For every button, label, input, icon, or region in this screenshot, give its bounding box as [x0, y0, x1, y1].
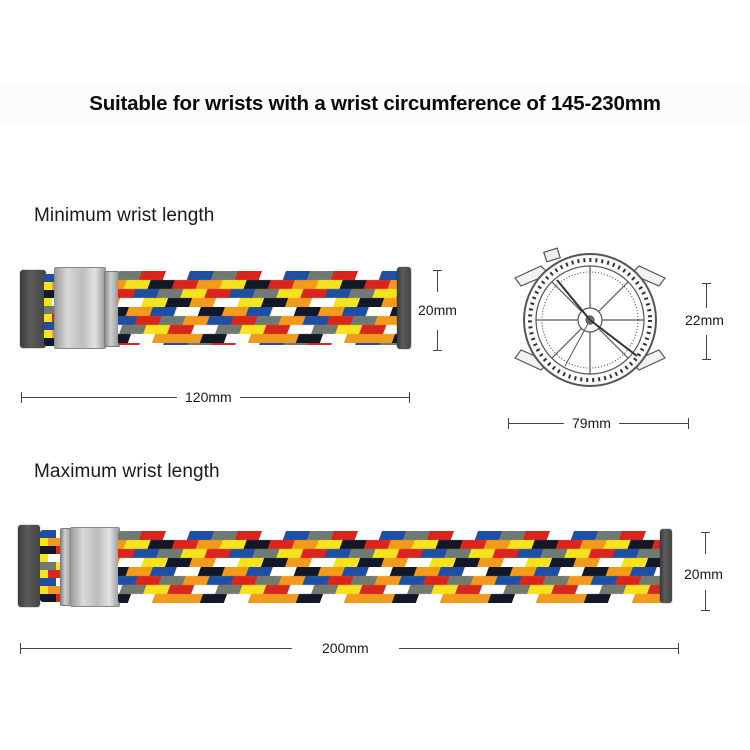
- watch-width-dimension: 22mm: [681, 312, 728, 328]
- minimum-strap: [20, 267, 420, 349]
- maximum-length-dimension: 200mm: [292, 640, 399, 656]
- strap-end-cap-right: [397, 267, 411, 349]
- strap-end-cap-left: [18, 525, 40, 607]
- page-headline: Suitable for wrists with a wrist circumf…: [0, 86, 750, 122]
- strap-braid-main: [118, 531, 663, 603]
- dim-tick-right: [688, 418, 689, 429]
- dim-tick-right: [409, 392, 410, 403]
- dim-line-vertical: [437, 270, 438, 292]
- dim-line-vertical: [706, 283, 707, 308]
- watch-illustration: [505, 240, 675, 400]
- dim-tick-bottom: [701, 610, 710, 611]
- strap-braid-main: [118, 271, 400, 345]
- watch-length-dimension: 79mm: [564, 415, 619, 431]
- dim-line-vertical: [437, 330, 438, 350]
- dim-tick-right: [678, 643, 679, 654]
- strap-braid-short: [40, 530, 62, 602]
- buckle-clasp: [70, 527, 120, 607]
- maximum-length-label: Maximum wrist length: [34, 461, 220, 482]
- strap-end-cap-right: [660, 529, 672, 603]
- dim-tick-bottom: [702, 359, 711, 360]
- dim-line-vertical: [705, 532, 706, 554]
- strap-end-cap-left: [20, 270, 46, 348]
- dim-line-vertical: [705, 590, 706, 610]
- maximum-strap: [18, 525, 672, 607]
- dim-tick-bottom: [433, 350, 442, 351]
- minimum-width-dimension: 20mm: [412, 302, 463, 318]
- minimum-length-dimension: 120mm: [177, 389, 240, 405]
- minimum-length-label: Minimum wrist length: [34, 205, 215, 226]
- buckle-clasp: [54, 267, 106, 349]
- dim-line-vertical: [706, 335, 707, 359]
- maximum-width-dimension: 20mm: [680, 566, 727, 582]
